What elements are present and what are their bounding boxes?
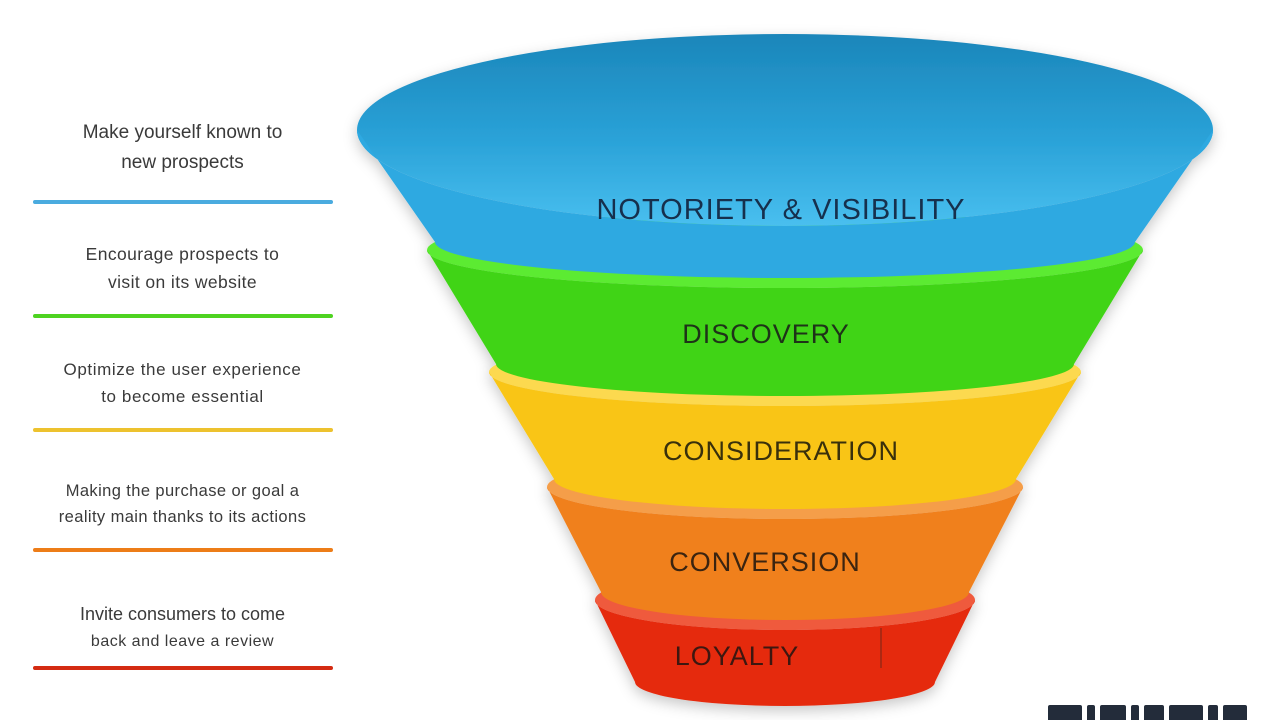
- stage-label-conversion: CONVERSION: [669, 547, 861, 577]
- annotation-line: Optimize the user experience: [63, 360, 302, 379]
- annotation-underline: [32, 548, 333, 552]
- annotation-line: Encourage prospects to: [85, 244, 280, 264]
- stage-label-consideration: CONSIDERATION: [662, 436, 900, 466]
- annotation-loyalty: Invite consumers to come back and leave …: [15, 600, 350, 670]
- annotation-discovery: Encourage prospects to visit on its webs…: [15, 240, 350, 318]
- annotation-line: back and leave a review: [90, 632, 275, 650]
- stage-face-conversion: [547, 487, 1023, 620]
- stage-face-discovery: [427, 250, 1143, 396]
- annotation-line: new prospects: [121, 152, 244, 174]
- stray-mark: [880, 628, 882, 668]
- annotation-underline: [32, 200, 333, 204]
- clipped-logo: [1048, 705, 1247, 720]
- annotation-conversion: Making the purchase or goal a reality ma…: [15, 478, 350, 552]
- annotation-line: Make yourself known to: [82, 122, 283, 143]
- annotation-underline: [32, 428, 333, 432]
- annotation-line: Invite consumers to come: [79, 604, 286, 624]
- annotation-underline: [32, 666, 333, 670]
- stage-face-notoriety: [357, 130, 1213, 278]
- annotation-underline: [32, 314, 333, 318]
- stage-label-loyalty: LOYALTY: [674, 641, 800, 671]
- annotation-line: Making the purchase or goal a: [65, 482, 300, 500]
- stage-label-notoriety: NOTORIETY & VISIBILITY: [596, 194, 966, 226]
- annotation-line: to become essential: [101, 387, 264, 407]
- funnel-mouth: [357, 34, 1213, 226]
- annotation-consideration: Optimize the user experience to become e…: [15, 356, 350, 432]
- stage-label-discovery: DISCOVERY: [682, 319, 850, 349]
- stage-face-loyalty: [595, 600, 975, 706]
- annotation-line: visit on its website: [107, 272, 258, 292]
- annotation-notoriety: Make yourself known to new prospects: [15, 118, 350, 204]
- stage-face-consideration: [489, 372, 1081, 509]
- annotation-line: reality main thanks to its actions: [58, 508, 307, 527]
